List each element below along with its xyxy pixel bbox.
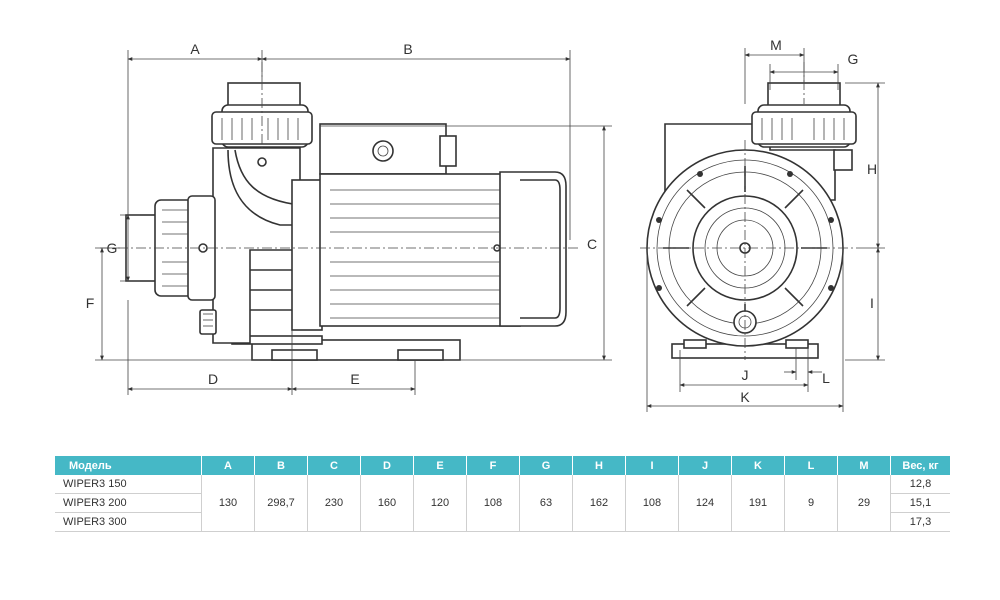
header-model: Модель [55, 456, 202, 475]
header-h: H [572, 456, 626, 475]
dim-label-b: B [403, 41, 412, 57]
side-view [100, 62, 580, 361]
value-j: 124 [678, 475, 732, 532]
header-d: D [360, 456, 414, 475]
header-m: M [837, 456, 891, 475]
header-f: F [466, 456, 520, 475]
value-k: 191 [731, 475, 785, 532]
specs-header-row: Модель A B C D E F G H I J K L M Вес, кг [55, 456, 950, 475]
value-f: 108 [466, 475, 520, 532]
value-e: 120 [413, 475, 467, 532]
dimension-labels: A B C D E F G M G H I J L K [86, 37, 877, 405]
value-d: 160 [360, 475, 414, 532]
side-dimensions [95, 50, 612, 395]
table-row: WIPER3 150 130 298,7 230 160 120 108 63 … [55, 475, 950, 532]
model-name: WIPER3 300 [55, 512, 202, 532]
value-b: 298,7 [254, 475, 308, 532]
dim-label-g-front: G [848, 51, 859, 67]
header-j: J [678, 456, 732, 475]
model-name: WIPER3 150 [55, 475, 202, 494]
dim-label-h: H [867, 161, 877, 177]
header-weight: Вес, кг [890, 456, 950, 475]
table-row: WIPER3 300 17,3 [55, 512, 950, 532]
header-i: I [625, 456, 679, 475]
front-view [640, 62, 860, 360]
dim-label-f: F [86, 295, 95, 311]
value-c: 230 [307, 475, 361, 532]
header-a: A [201, 456, 255, 475]
dim-label-d: D [208, 371, 218, 387]
header-c: C [307, 456, 361, 475]
dim-label-a: A [190, 41, 200, 57]
header-e: E [413, 456, 467, 475]
front-dimensions [646, 48, 885, 412]
header-b: B [254, 456, 308, 475]
weight-value: 15,1 [890, 493, 950, 513]
value-h: 162 [572, 475, 626, 532]
weight-value: 17,3 [890, 512, 950, 532]
table-row: WIPER3 200 15,1 [55, 493, 950, 513]
value-a: 130 [201, 475, 255, 532]
specs-table: Модель A B C D E F G H I J K L M Вес, кг… [55, 456, 950, 532]
value-i: 108 [625, 475, 679, 532]
dim-label-i: I [870, 295, 874, 311]
header-g: G [519, 456, 573, 475]
dim-label-g-side: G [107, 240, 118, 256]
value-m: 29 [837, 475, 891, 532]
dim-label-e: E [350, 371, 359, 387]
model-name: WIPER3 200 [55, 493, 202, 513]
weight-value: 12,8 [890, 475, 950, 494]
value-l: 9 [784, 475, 838, 532]
pump-dimension-drawing: A B C D E F G M G H I J L K [86, 37, 885, 412]
header-k: K [731, 456, 785, 475]
dim-label-c: C [587, 236, 597, 252]
dim-label-j: J [742, 367, 749, 383]
value-g: 63 [519, 475, 573, 532]
dim-label-m: M [770, 37, 782, 53]
dim-label-l: L [822, 370, 830, 386]
dim-label-k: K [740, 389, 750, 405]
header-l: L [784, 456, 838, 475]
